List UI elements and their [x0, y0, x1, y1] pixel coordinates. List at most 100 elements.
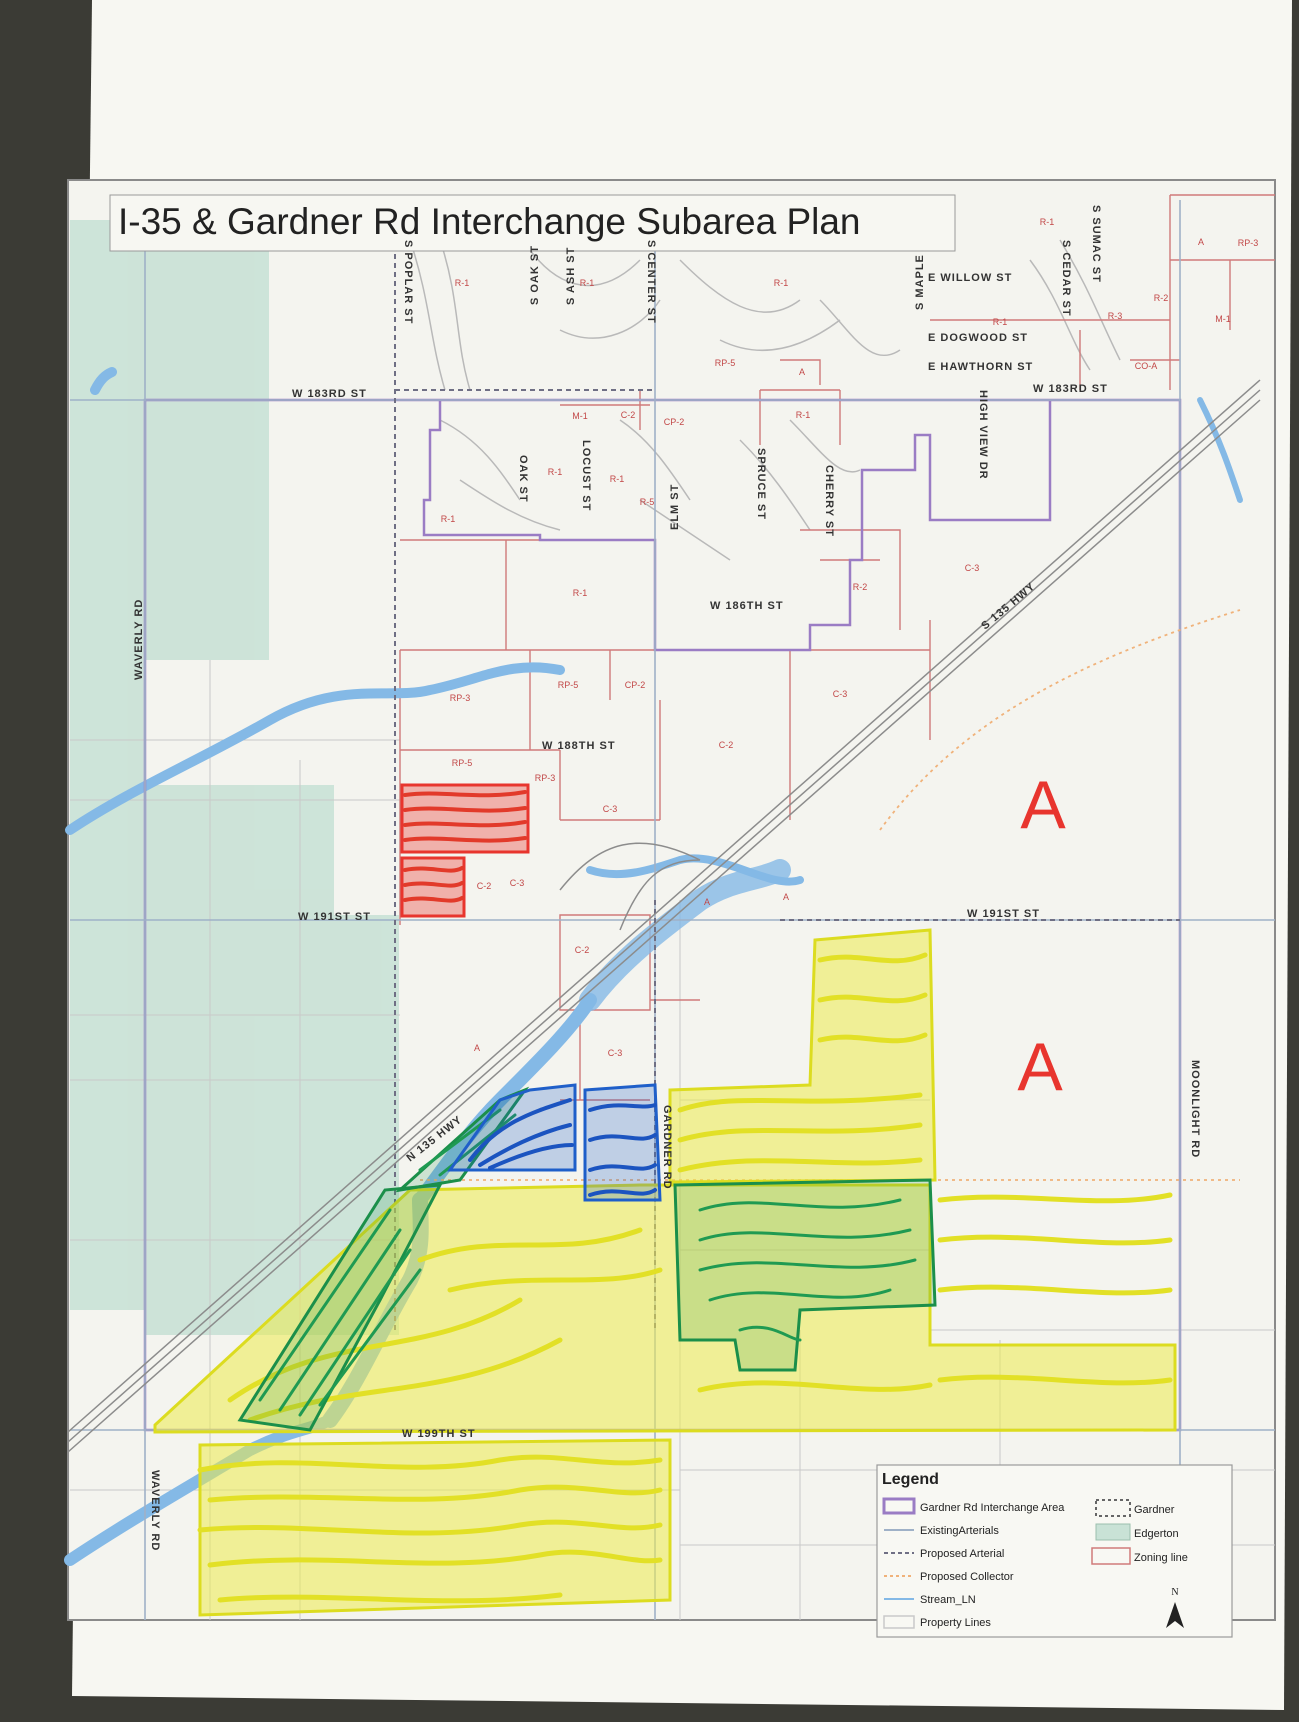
zone-label: R-1	[548, 467, 563, 477]
handwritten-markers: A A	[1017, 767, 1066, 1105]
street-label: E WILLOW ST	[928, 272, 1012, 284]
zone-label: M-1	[572, 411, 588, 421]
legend-swatch-edgerton	[1095, 1523, 1131, 1541]
street-label: S SUMAC ST	[1090, 205, 1102, 283]
zone-label: R-5	[640, 497, 655, 507]
north-arrow-label: N	[1171, 1587, 1178, 1598]
street-label: ELM ST	[669, 484, 681, 530]
street-label: S CEDAR ST	[1060, 240, 1072, 317]
street-label: WAVERLY RD	[149, 1470, 161, 1551]
legend-label: Zoning line	[1134, 1552, 1188, 1564]
street-label: S OAK ST	[529, 245, 541, 305]
zone-label: A	[1198, 237, 1204, 247]
zone-label: R-1	[993, 317, 1008, 327]
marker-a-lower: A	[1017, 1029, 1063, 1105]
street-label: CHERRY ST	[823, 465, 835, 537]
legend-label: Property Lines	[920, 1617, 991, 1629]
zone-label: RP-5	[715, 358, 736, 368]
legend-label: Edgerton	[1134, 1528, 1179, 1540]
zone-label: C-3	[510, 878, 525, 888]
zone-label: CP-2	[625, 680, 646, 690]
street-label: LOCUST ST	[580, 440, 592, 511]
zone-label: R-1	[610, 474, 625, 484]
zone-label: A	[783, 892, 789, 902]
street-label: HIGH VIEW DR	[977, 390, 989, 480]
green-area-east	[673, 1178, 937, 1372]
green-scribble	[258, 1108, 917, 1417]
street-label: S ASH ST	[565, 247, 577, 305]
zone-label: C-3	[965, 563, 980, 573]
zone-label: A	[704, 897, 710, 907]
yellow-area-east	[153, 1183, 1177, 1434]
zone-label: C-2	[719, 740, 734, 750]
zone-label: CP-2	[664, 417, 685, 427]
legend-swatch-property	[883, 1615, 915, 1629]
zone-label: R-1	[774, 278, 789, 288]
street-label: W 183RD ST	[292, 388, 367, 400]
north-arrow-icon	[1166, 1602, 1184, 1628]
yellow-area-north	[668, 928, 937, 1184]
edgerton-parcel	[70, 220, 144, 1310]
zone-label: CO-A	[1135, 361, 1158, 371]
zone-label: C-2	[477, 881, 492, 891]
legend-swatch-gardner	[1095, 1499, 1131, 1517]
zone-label: RP-3	[535, 773, 556, 783]
map-title-box: I-35 & Gardner Rd Interchange Subarea Pl…	[109, 194, 956, 252]
subdivision-streets	[409, 239, 1121, 561]
street-label: W 188TH ST	[542, 740, 616, 752]
i35-highway	[67, 379, 1261, 1453]
blue-scribble	[468, 1098, 657, 1197]
legend-swatch-interchange	[882, 1497, 916, 1515]
blue-area-east	[583, 1083, 662, 1202]
legend-label: Stream_LN	[920, 1594, 976, 1606]
street-label: S CENTER ST	[645, 240, 657, 324]
zone-label: R-2	[853, 582, 868, 592]
legend-label: Gardner Rd Interchange Area	[920, 1502, 1065, 1514]
legend: Legend Gardner Rd Interchange Area Exist…	[876, 1464, 1233, 1638]
zoning-labels: R-1 R-1 R-1 R-1 R-1 R-1 R-1 R-1 R-1 R-1 …	[441, 217, 1259, 1058]
edgerton-parcel	[144, 785, 334, 915]
zone-label: C-3	[603, 804, 618, 814]
legend-label: ExistingArterials	[920, 1525, 999, 1537]
street-label: WAVERLY RD	[133, 599, 145, 680]
zone-label: RP-5	[452, 758, 473, 768]
zone-label: C-2	[621, 410, 636, 420]
zone-label: RP-5	[558, 680, 579, 690]
yellow-scribble	[197, 952, 1173, 1604]
map-title: I-35 & Gardner Rd Interchange Subarea Pl…	[118, 201, 861, 242]
street-label: E HAWTHORN ST	[928, 361, 1033, 373]
street-label: S MAPLE	[914, 254, 926, 310]
legend-swatch-zoning	[1091, 1547, 1131, 1565]
street-label: S POPLAR ST	[402, 240, 414, 324]
zone-label: C-2	[575, 945, 590, 955]
legend-label: Gardner	[1134, 1504, 1175, 1516]
zone-label: R-3	[1108, 311, 1123, 321]
street-label: W 183RD ST	[1033, 383, 1108, 395]
street-label: W 191ST ST	[298, 911, 371, 923]
street-label: GARDNER RD	[661, 1105, 673, 1190]
zone-label: R-1	[1040, 217, 1055, 227]
street-label: W 186TH ST	[710, 600, 784, 612]
zone-label: R-1	[580, 278, 595, 288]
red-scribble	[403, 790, 527, 903]
marker-a-upper: A	[1020, 767, 1066, 843]
street-label: W 191ST ST	[967, 908, 1040, 920]
edgerton-parcel	[144, 240, 269, 660]
zone-label: R-1	[573, 588, 588, 598]
street-label: E DOGWOOD ST	[928, 332, 1028, 344]
legend-label: Proposed Arterial	[920, 1548, 1004, 1560]
legend-label: Proposed Collector	[920, 1571, 1014, 1583]
zone-label: R-1	[441, 514, 456, 524]
zone-label: RP-3	[1238, 238, 1259, 248]
street-label: W 199TH ST	[402, 1428, 476, 1440]
zone-label: M-1	[1215, 314, 1231, 324]
yellow-marker-area	[153, 928, 1177, 1617]
zone-label: R-1	[455, 278, 470, 288]
zone-label: R-2	[1154, 293, 1169, 303]
zone-label: R-1	[796, 410, 811, 420]
street-label: OAK ST	[517, 455, 529, 503]
edgerton-area	[70, 220, 399, 1335]
zone-label: A	[799, 367, 805, 377]
legend-heading: Legend	[882, 1471, 939, 1488]
